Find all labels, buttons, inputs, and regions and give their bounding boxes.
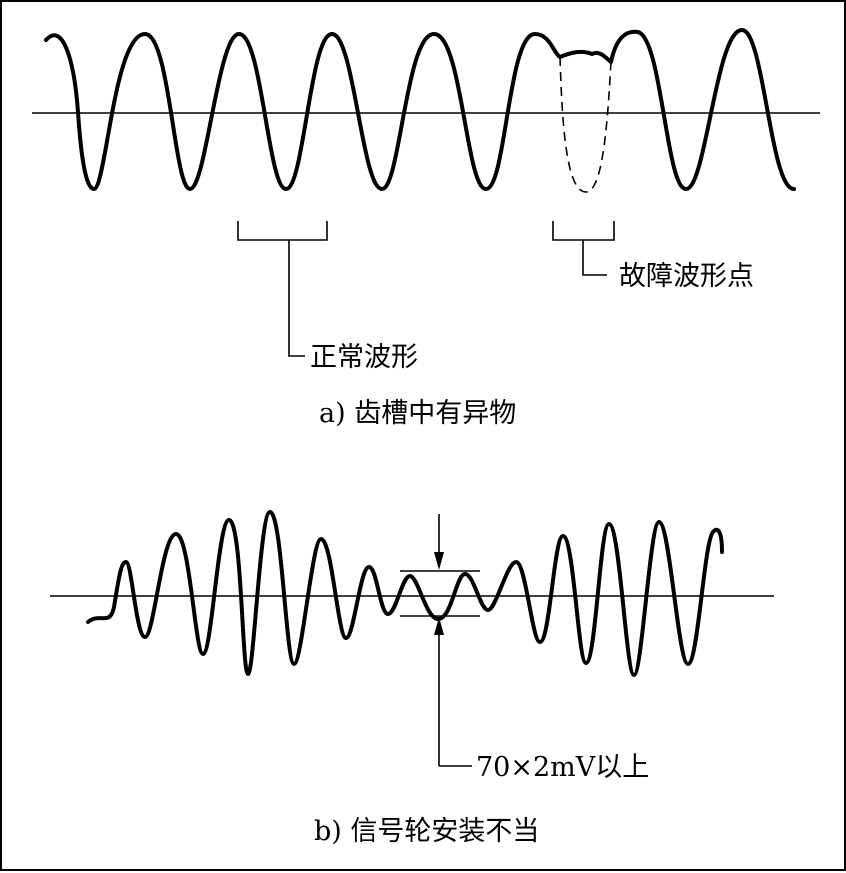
panel-b-caption: b) 信号轮安装不当	[314, 816, 539, 847]
panel-a-fault-leader	[582, 240, 607, 276]
panel-a-normal-label: 正常波形	[310, 342, 418, 373]
panel-a-fault-dashed-trough	[559, 56, 612, 193]
panel-b-amplitude-label: 70×2mV以上	[476, 752, 649, 783]
panel-a-fault-label: 故障波形点	[619, 261, 754, 292]
panel-a: 正常波形 故障波形点 a) 齿槽中有异物	[32, 28, 820, 429]
panel-a-normal-bracket	[237, 221, 328, 241]
panel-b-top-arrowhead	[434, 552, 444, 570]
panel-b-waveform	[86, 510, 724, 677]
panel-a-normal-leader	[288, 240, 305, 357]
panel-a-fault-bracket	[552, 221, 615, 241]
panel-b: 70×2mV以上 b) 信号轮安装不当	[50, 510, 774, 847]
panel-b-bottom-arrowhead	[434, 617, 444, 635]
panel-a-caption: a) 齿槽中有异物	[319, 398, 516, 429]
panel-a-waveform	[44, 28, 796, 191]
